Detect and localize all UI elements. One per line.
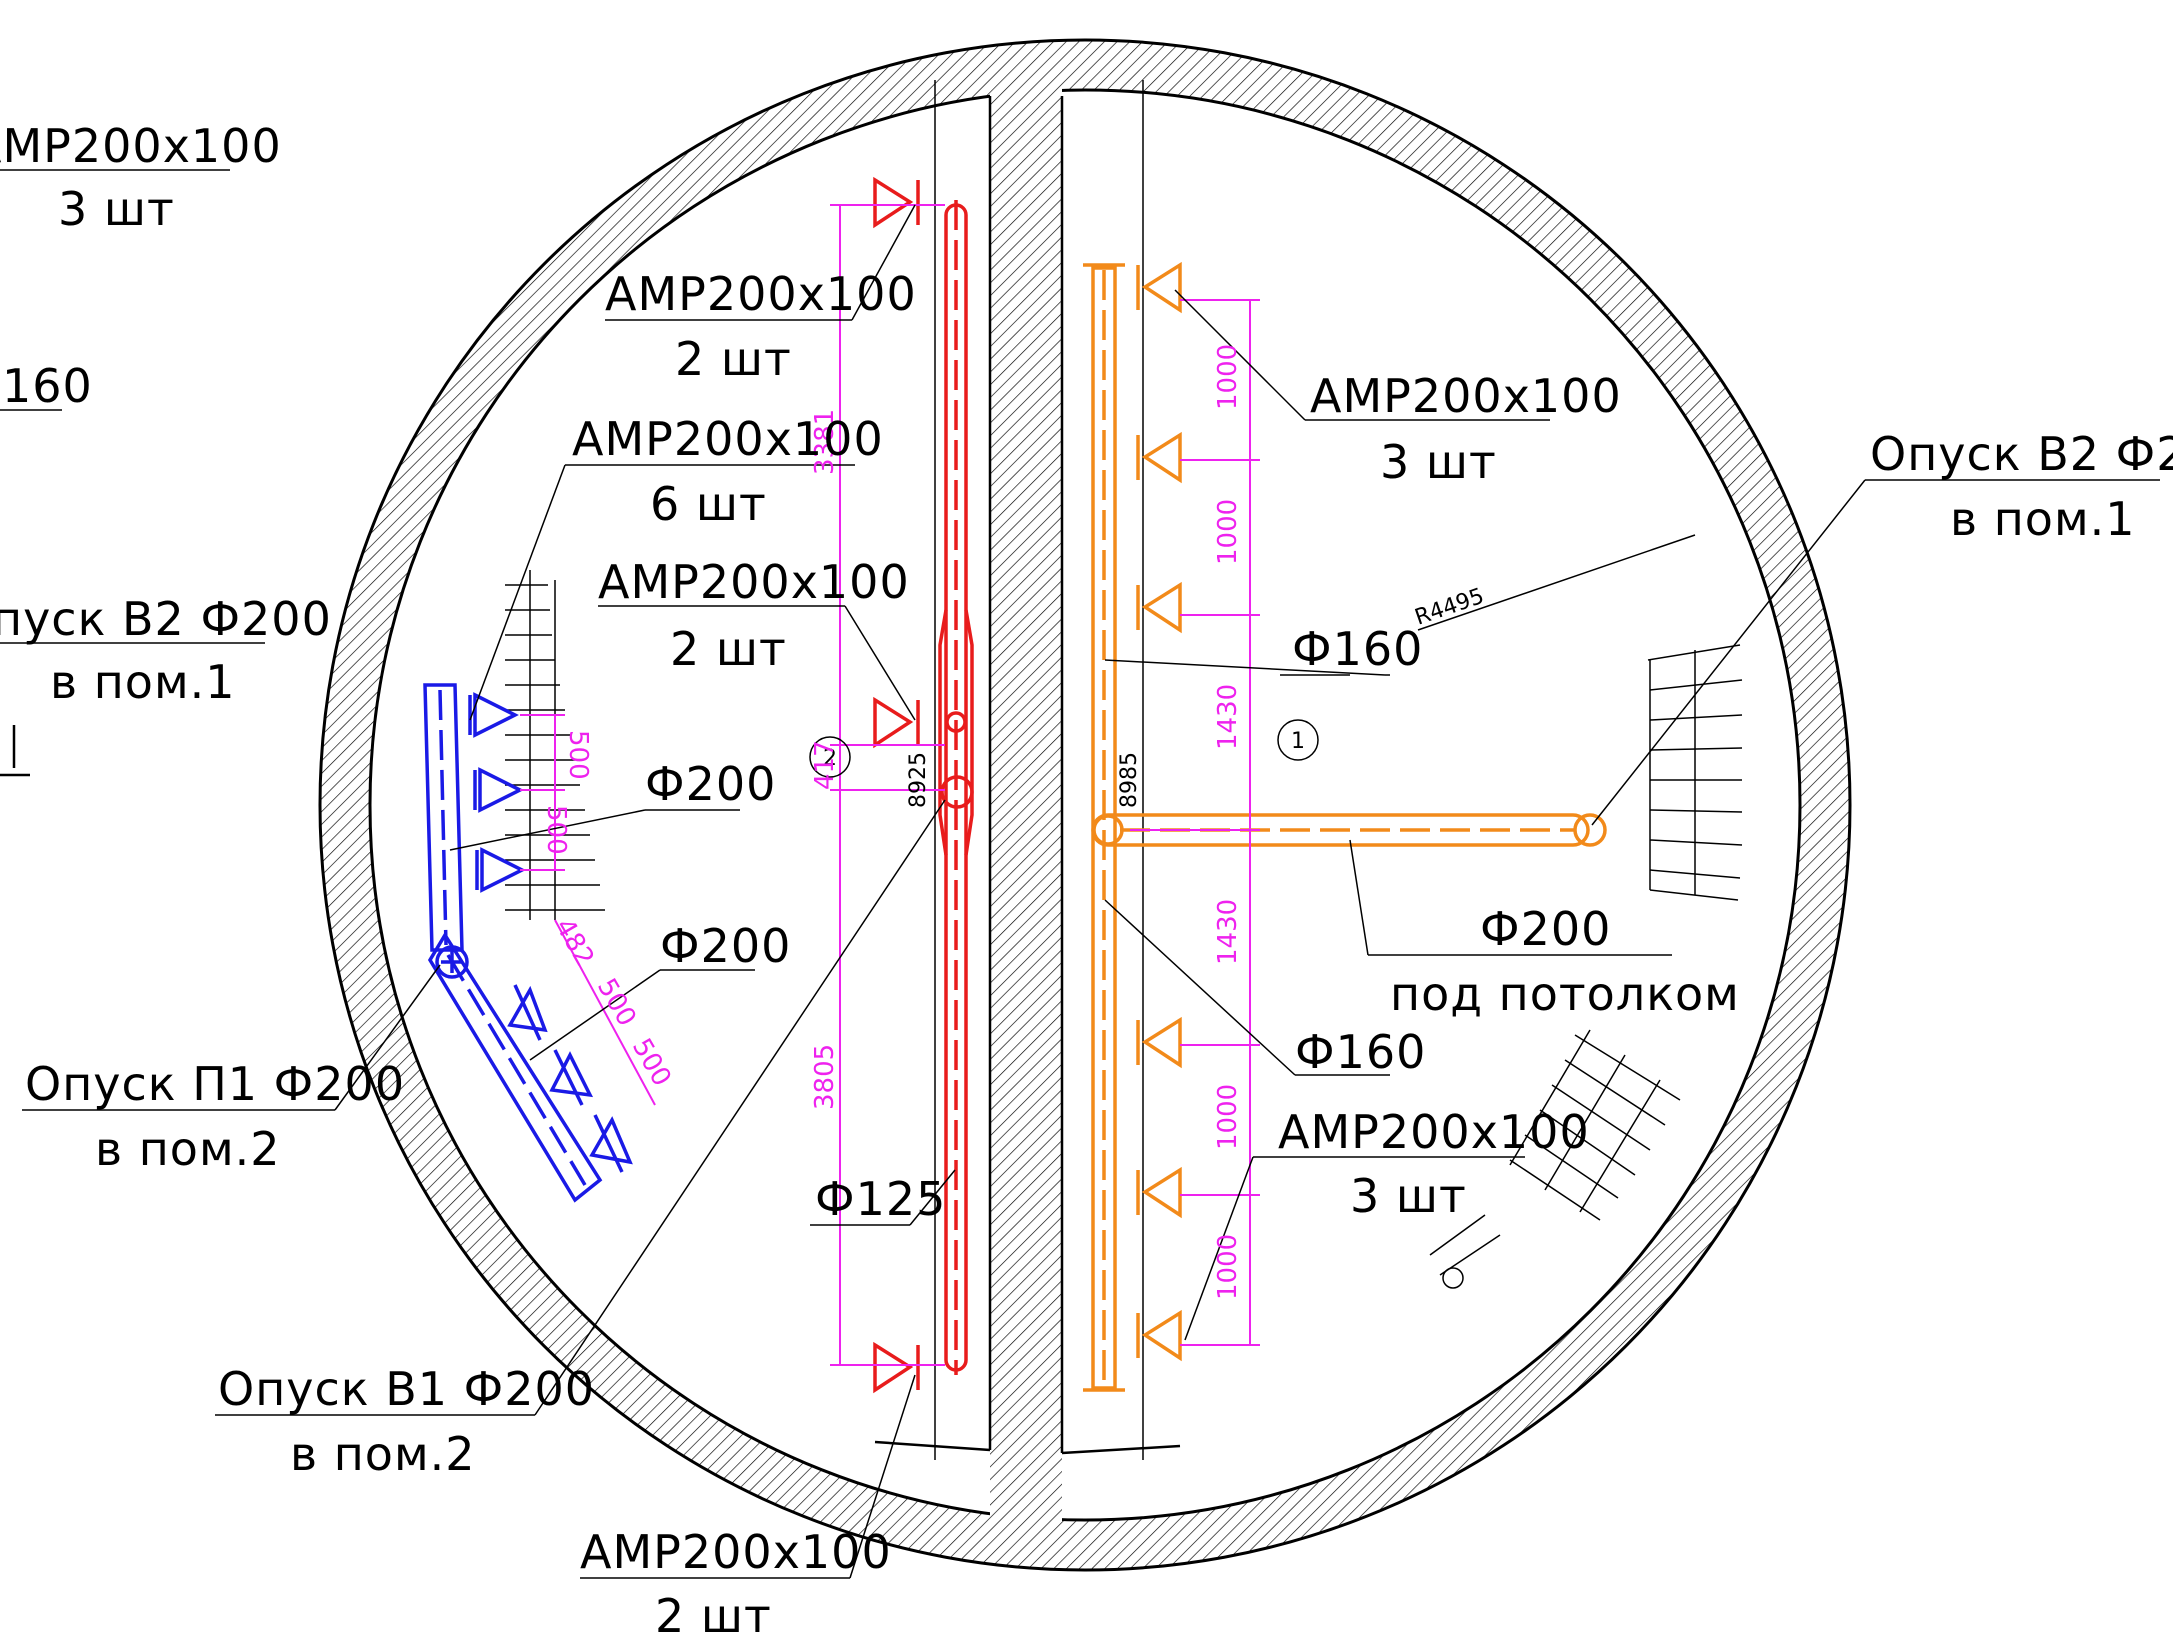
dim-1430-a: 1430 <box>1213 684 1243 750</box>
label-d160-org-bottom: Ф160 <box>1295 1025 1426 1079</box>
label-opusk-p1: Опуск П1 Ф200 <box>25 1057 405 1111</box>
label-qty-red-mid: 2 шт <box>670 622 787 676</box>
label-opusk-b2-right: Опуск В2 Ф200 <box>1870 427 2173 481</box>
label-d200-blue-b: Ф200 <box>660 919 791 973</box>
label-d125: Ф125 <box>815 1172 946 1226</box>
label-amp-blue: АМР200х100 <box>572 412 884 466</box>
label-d160-org-top: Ф160 <box>1292 622 1423 676</box>
tunnel-shell <box>318 38 1852 1572</box>
label-pom2-b1: в пом.2 <box>290 1427 476 1481</box>
section-marker <box>0 725 30 777</box>
tunnel-ring <box>318 38 1852 1572</box>
label-amp-org-bottom: АМР200х100 <box>1278 1105 1590 1159</box>
label-amp-red-mid: АМР200х100 <box>598 555 910 609</box>
label-opusk-b2-left: пуск В2 Ф200 <box>0 592 332 646</box>
label-pom2-p1: в пом.2 <box>95 1122 281 1176</box>
dim-417: 417 <box>810 740 840 790</box>
label-qty-red-bottom: 2 шт <box>655 1589 772 1641</box>
label-amp-org-top: АМР200х100 <box>1310 369 1622 423</box>
annotation-labels: АМР200х100 3 шт 160 пуск В2 Ф200 в пом.1… <box>0 119 2173 1641</box>
room-number-2: 2 <box>823 746 837 771</box>
dim-3381: 3381 <box>810 409 840 475</box>
label-qty-topleft: 3 шт <box>58 182 175 236</box>
central-wall <box>990 60 1062 1560</box>
orange-duct <box>1083 261 1607 1392</box>
dim-1000-a: 1000 <box>1213 344 1243 410</box>
dim-1000-d: 1000 <box>1213 1234 1243 1300</box>
label-qty-red-top: 2 шт <box>675 332 792 386</box>
dimension-lines <box>520 204 1260 1366</box>
label-qty-org-bottom: 3 шт <box>1350 1169 1467 1223</box>
label-amp-red-top: АМР200х100 <box>605 267 917 321</box>
dim-1000-c: 1000 <box>1213 1084 1243 1150</box>
label-amp-red-bottom: АМР200х100 <box>580 1525 892 1579</box>
label-under-ceiling: под потолком <box>1390 967 1740 1021</box>
dim-1000-b: 1000 <box>1213 499 1243 565</box>
room-number-1: 1 <box>1291 729 1305 754</box>
dim-1430-b: 1430 <box>1213 899 1243 965</box>
label-qty-blue: 6 шт <box>650 477 767 531</box>
label-amp-topleft: АМР200х100 <box>0 119 282 173</box>
label-d160-left: 160 <box>2 359 93 413</box>
room-markers: 2 1 <box>809 719 1319 778</box>
blue-duct <box>423 683 633 1203</box>
leader-lines <box>0 169 2160 1579</box>
dim-3805: 3805 <box>810 1044 840 1110</box>
label-d200-blue-a: Ф200 <box>645 757 776 811</box>
dim-500-b: 500 <box>541 805 571 855</box>
dimension-texts: 3381 3805 417 8925 8985 1000 1000 1430 1… <box>541 344 1487 1300</box>
label-pom1-right: в пом.1 <box>1950 492 2136 546</box>
stairs-right <box>1647 644 1743 901</box>
label-opusk-b1: Опуск В1 Ф200 <box>218 1362 595 1416</box>
dim-500-a: 500 <box>563 730 593 780</box>
label-qty-org-top: 3 шт <box>1380 435 1497 489</box>
label-d200-org: Ф200 <box>1480 902 1611 956</box>
red-duct <box>873 176 974 1394</box>
dim-8985: 8985 <box>1117 752 1142 808</box>
dim-8925: 8925 <box>906 752 931 808</box>
dim-500-d: 500 <box>626 1034 677 1092</box>
stairs-right-lower <box>1429 1029 1681 1289</box>
label-pom1-left: в пом.1 <box>50 655 236 709</box>
